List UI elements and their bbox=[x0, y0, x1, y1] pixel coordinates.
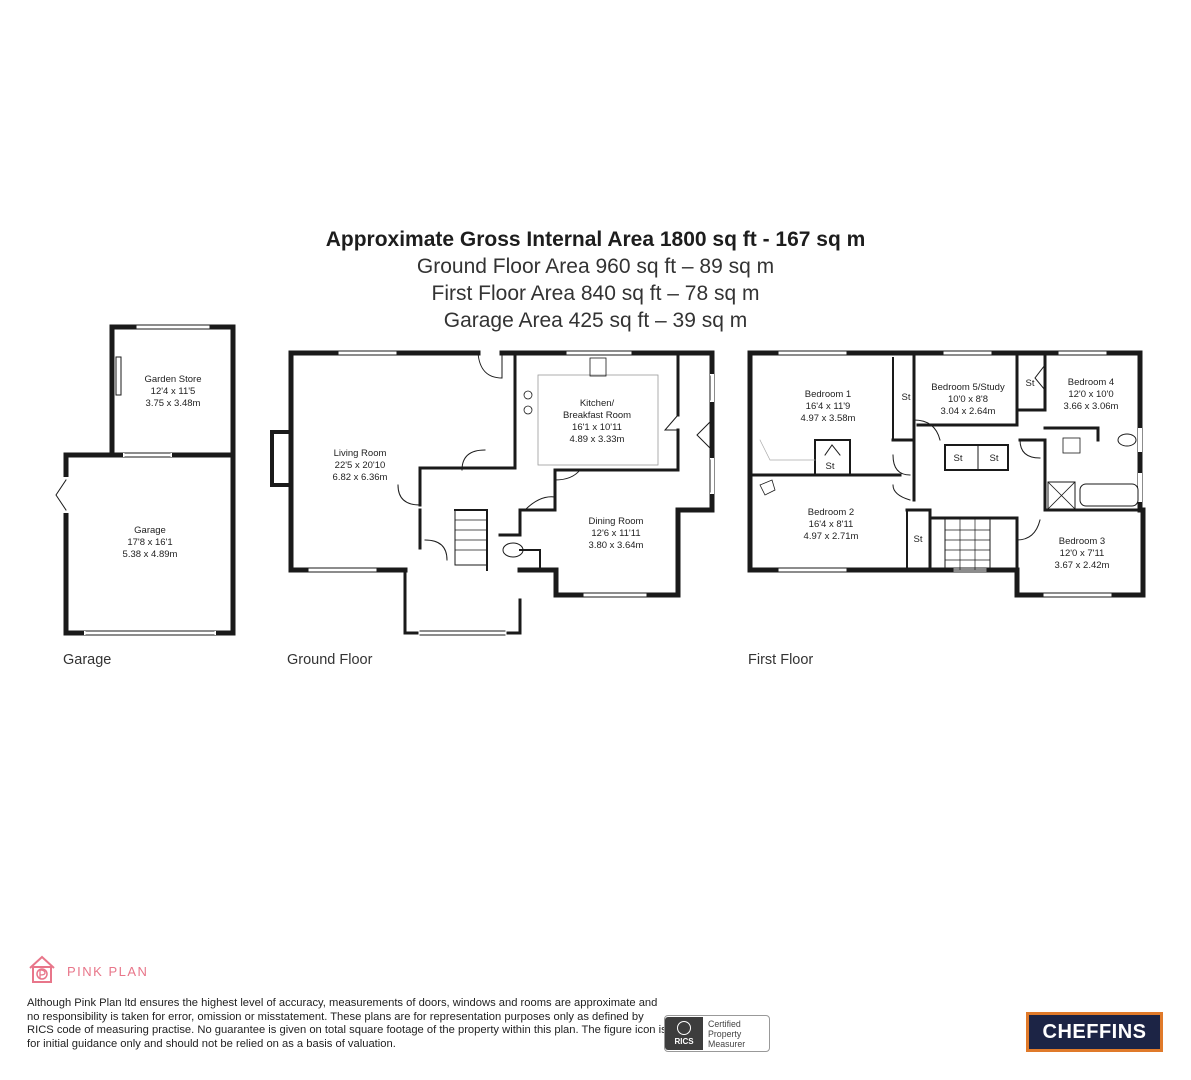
area-summary: Approximate Gross Internal Area 1800 sq … bbox=[0, 226, 1191, 334]
brand-name: PINK PLAN bbox=[67, 964, 149, 979]
bedroom5-name: Bedroom 5/Study bbox=[931, 382, 1005, 393]
dining-room-metric: 3.80 x 3.64m bbox=[589, 540, 644, 551]
bedroom3-name: Bedroom 3 bbox=[1059, 536, 1105, 547]
store-label: St bbox=[954, 453, 963, 464]
garage-area: Garage Area 425 sq ft – 39 sq m bbox=[443, 309, 748, 332]
kitchen-name-2: Breakfast Room bbox=[563, 410, 631, 421]
store-label: St bbox=[990, 453, 999, 464]
bedroom5-imperial: 10'0 x 8'8 bbox=[948, 394, 988, 405]
bedroom3-metric: 3.67 x 2.42m bbox=[1055, 560, 1110, 571]
bedroom1-metric: 4.97 x 3.58m bbox=[801, 413, 856, 424]
living-room-imperial: 22'5 x 20'10 bbox=[335, 460, 386, 471]
living-room-name: Living Room bbox=[334, 448, 387, 459]
garage-room-metric: 5.38 x 4.89m bbox=[123, 549, 178, 560]
total-area-title: Approximate Gross Internal Area 1800 sq … bbox=[325, 228, 866, 251]
store-label: St bbox=[1026, 378, 1035, 389]
bedroom2-imperial: 16'4 x 8'11 bbox=[809, 519, 854, 530]
garden-store-metric: 3.75 x 3.48m bbox=[146, 398, 201, 409]
bedroom2-name: Bedroom 2 bbox=[808, 507, 854, 518]
ground-floor-area: Ground Floor Area 960 sq ft – 89 sq m bbox=[416, 255, 775, 278]
house-icon bbox=[27, 954, 57, 989]
store-label: St bbox=[914, 534, 923, 545]
kitchen-name: Kitchen/ bbox=[580, 398, 615, 409]
pink-plan-brand: PINK PLAN bbox=[27, 954, 148, 989]
ground-floor-label: Ground Floor bbox=[287, 652, 373, 668]
first-floor-plan bbox=[747, 350, 1146, 598]
disclaimer: Although Pink Plan ltd ensures the highe… bbox=[27, 997, 667, 1050]
kitchen-metric: 4.89 x 3.33m bbox=[570, 434, 625, 445]
dining-room-imperial: 12'6 x 11'11 bbox=[591, 528, 640, 539]
store-label: St bbox=[826, 461, 835, 472]
garden-store-name: Garden Store bbox=[144, 374, 201, 385]
ground-floor-plan bbox=[270, 350, 715, 636]
first-floor-area: First Floor Area 840 sq ft – 78 sq m bbox=[431, 282, 760, 305]
garage-floor-label: Garage bbox=[63, 652, 111, 668]
dining-room-name: Dining Room bbox=[589, 516, 644, 527]
bedroom5-metric: 3.04 x 2.64m bbox=[941, 406, 996, 417]
bedroom4-imperial: 12'0 x 10'0 bbox=[1068, 389, 1113, 400]
garage-plan bbox=[55, 324, 236, 636]
first-floor-label: First Floor bbox=[748, 652, 813, 668]
store-label: St bbox=[902, 392, 911, 403]
garage-room-imperial: 17'8 x 16'1 bbox=[127, 537, 172, 548]
bedroom1-name: Bedroom 1 bbox=[805, 389, 851, 400]
living-room-metric: 6.82 x 6.36m bbox=[333, 472, 388, 483]
bedroom3-imperial: 12'0 x 7'11 bbox=[1060, 548, 1105, 559]
garden-store-imperial: 12'4 x 11'5 bbox=[151, 386, 196, 397]
garage-room-name: Garage bbox=[134, 525, 166, 536]
rics-logo: RICS bbox=[665, 1017, 703, 1050]
bedroom4-name: Bedroom 4 bbox=[1068, 377, 1114, 388]
kitchen-imperial: 16'1 x 10'11 bbox=[572, 422, 622, 433]
agent-logo: CHEFFINS bbox=[1026, 1012, 1163, 1052]
bedroom2-metric: 4.97 x 2.71m bbox=[804, 531, 859, 542]
rics-certification: Certified Property Measurer bbox=[708, 1018, 746, 1049]
bedroom4-metric: 3.66 x 3.06m bbox=[1064, 401, 1119, 412]
bedroom1-imperial: 16'4 x 11'9 bbox=[806, 401, 851, 412]
rics-badge: RICS Certified Property Measurer bbox=[664, 1015, 770, 1052]
